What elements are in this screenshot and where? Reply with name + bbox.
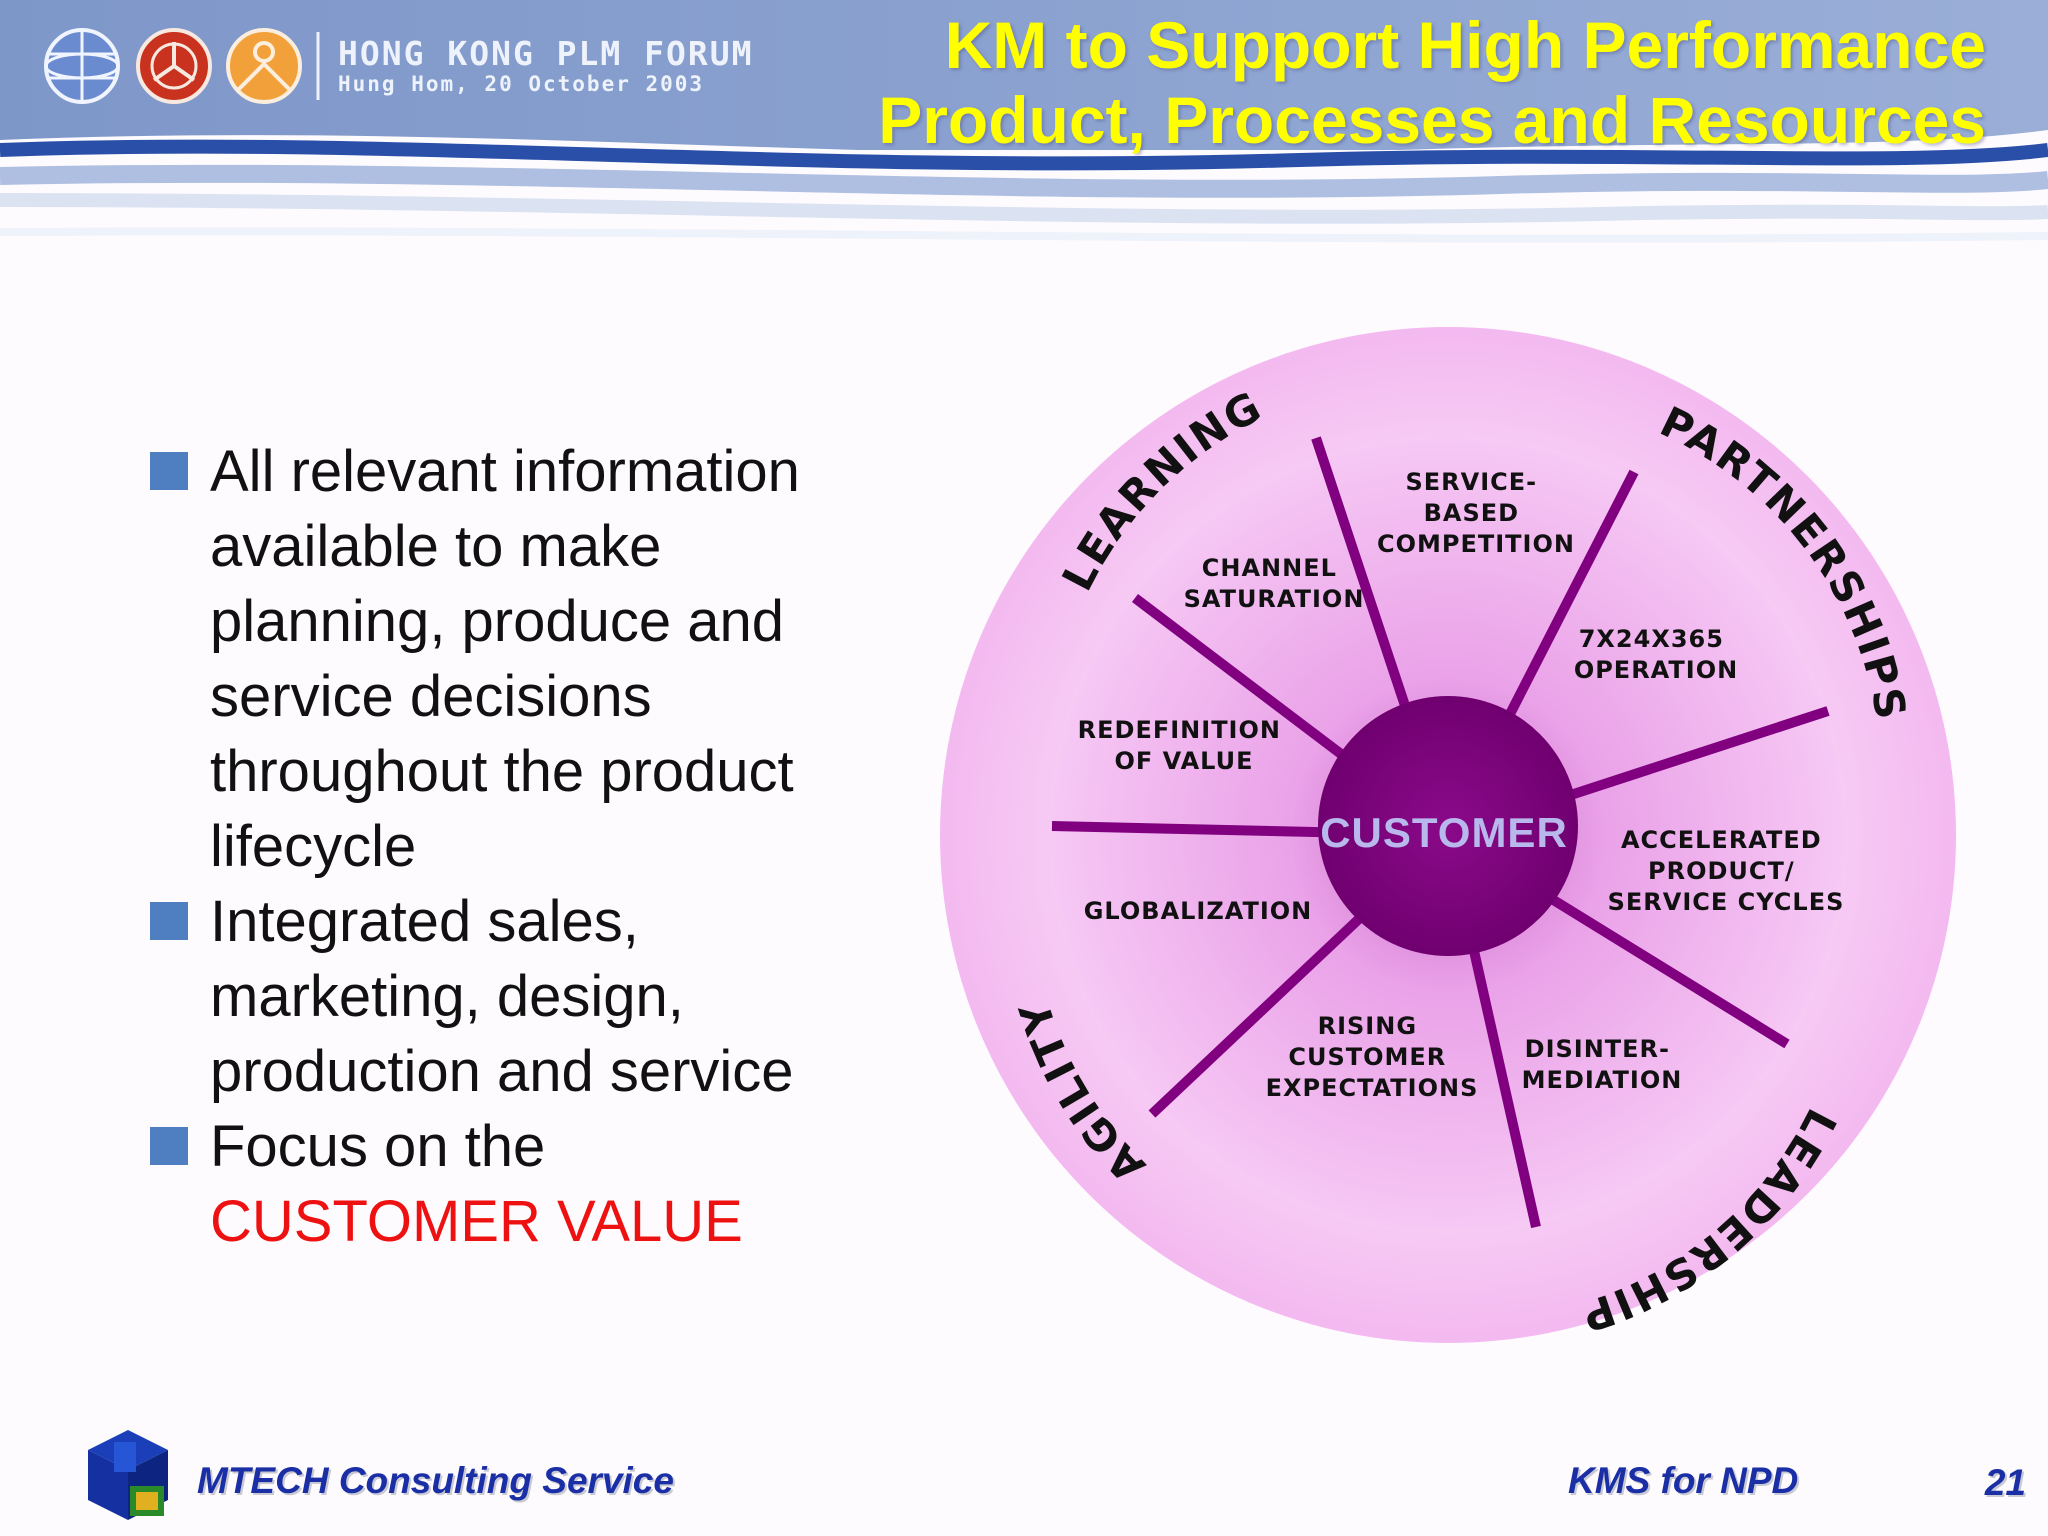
segment-globalization: GLOBALIZATION [1084, 897, 1313, 925]
footer-topic: KMS for NPD [1568, 1460, 1799, 1501]
bullet-text: All relevant information available to ma… [210, 439, 800, 879]
segment-disintermediation: DISINTER- MEDIATION [1522, 1035, 1683, 1094]
bullet-item: Integrated sales, marketing, design, pro… [148, 884, 908, 1109]
segment-accelerated: ACCELERATED PRODUCT/ SERVICE CYCLES [1608, 826, 1845, 916]
bullet-square-icon [150, 452, 188, 490]
segment-service-based: SERVICE- BASED COMPETITION [1377, 468, 1575, 558]
globe-icon [44, 28, 120, 104]
network-icon [136, 28, 212, 104]
bullet-item: All relevant information available to ma… [148, 434, 908, 884]
header-banner [0, 0, 2048, 260]
customer-label: CUSTOMER [1320, 809, 1568, 856]
mtech-logo-icon [88, 1430, 168, 1520]
sun-icon [226, 28, 302, 104]
forum-name: HONG KONG PLM FORUM [338, 34, 754, 73]
segment-rising-expectations: RISING CUSTOMER EXPECTATIONS [1266, 1012, 1479, 1102]
segment-operation: 7X24X365 OPERATION [1574, 625, 1738, 684]
customer-value-highlight: CUSTOMER VALUE [210, 1189, 743, 1254]
segment-redefinition-of-value: REDEFINITION OF VALUE [1078, 716, 1291, 775]
bullet-list: All relevant information available to ma… [148, 434, 908, 1259]
bullet-text: Focus on the [210, 1114, 546, 1179]
bullet-square-icon [150, 902, 188, 940]
slide-title: KM to Support High Performance Product, … [878, 8, 1986, 158]
page-number: 21 [1984, 1462, 2026, 1503]
forum-date: Hung Hom, 20 October 2003 [338, 72, 705, 96]
bullet-square-icon [150, 1127, 188, 1165]
footer-company: MTECH Consulting Service [197, 1460, 674, 1501]
title-line-2: Product, Processes and Resources [878, 83, 1986, 157]
forum-logos [44, 28, 302, 104]
segment-channel-saturation: CHANNEL SATURATION [1184, 554, 1365, 613]
title-line-1: KM to Support High Performance [944, 8, 1986, 82]
bullet-text: Integrated sales, marketing, design, pro… [210, 889, 794, 1104]
bullet-item: Focus on the CUSTOMER VALUE [148, 1109, 908, 1259]
customer-center [1318, 696, 1578, 956]
